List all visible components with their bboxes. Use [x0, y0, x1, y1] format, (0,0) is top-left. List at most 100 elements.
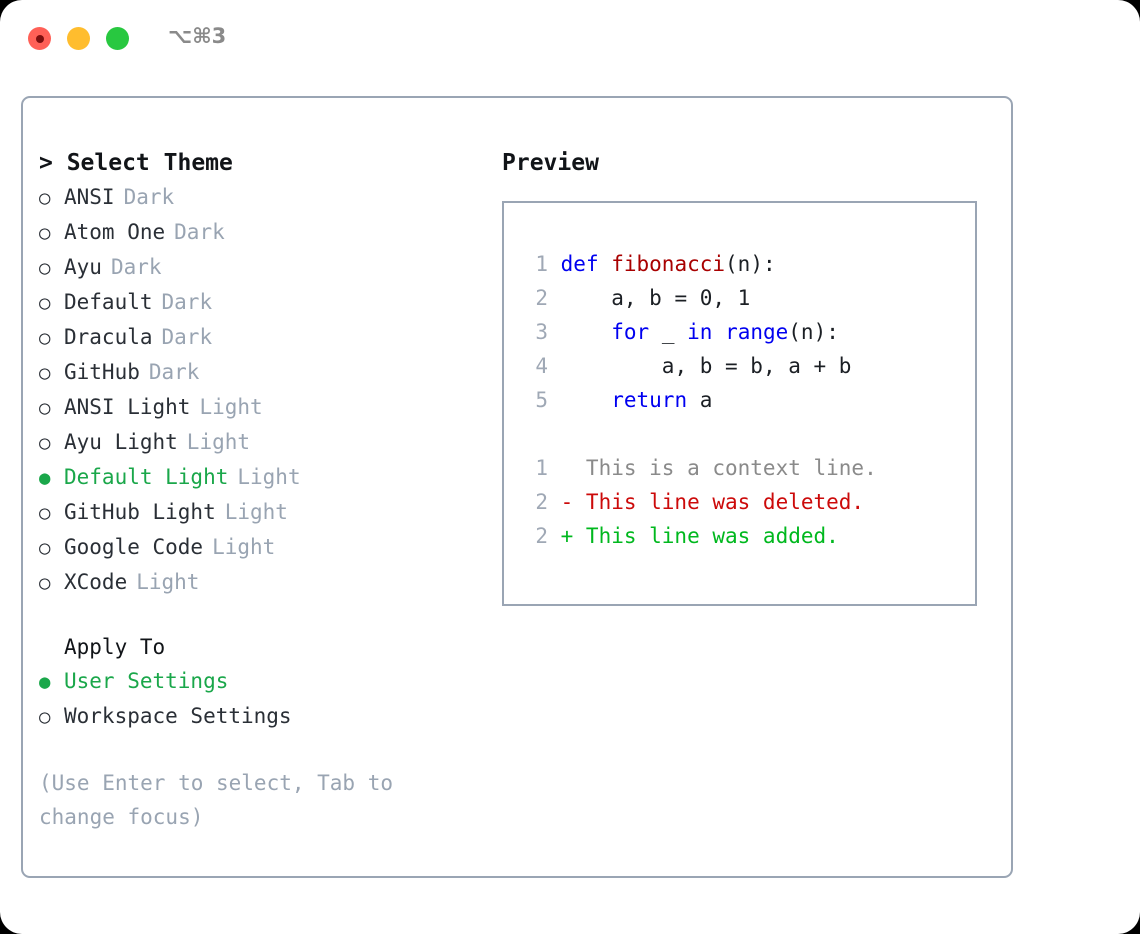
diff-line-text: - This line was deleted.	[548, 490, 865, 514]
radio-unselected-icon: ○	[39, 292, 51, 314]
code-token: range	[725, 320, 789, 344]
theme-list-item[interactable]: ○ GitHub Dark	[39, 355, 484, 390]
code-token: a	[687, 388, 713, 412]
theme-list-item[interactable]: ○ Atom One Dark	[39, 215, 484, 250]
theme-name-label: Ayu Light	[64, 430, 178, 454]
radio-unselected-icon: ○	[39, 327, 51, 349]
minimize-window-button[interactable]	[67, 27, 90, 50]
code-token: _	[649, 320, 688, 344]
theme-variant-label: Dark	[123, 185, 175, 209]
apply-to-list: ● User Settings ○ Workspace Settings	[39, 664, 484, 734]
theme-name-label: Ayu	[64, 255, 102, 279]
diff-sample: 1 This is a context line.2 - This line w…	[525, 451, 975, 553]
apply-to-section: Apply To ● User Settings ○ Workspace Settin…	[39, 630, 484, 734]
code-spacer	[525, 417, 975, 451]
theme-name-label: Dracula	[64, 325, 153, 349]
radio-unselected-icon: ○	[39, 572, 51, 594]
radio-unselected-icon: ○	[39, 502, 51, 524]
theme-list-item[interactable]: ○ ANSI Dark	[39, 180, 484, 215]
code-token	[561, 388, 612, 412]
theme-name-label: ANSI	[64, 185, 115, 209]
diff-line-text: This is a context line.	[548, 456, 877, 480]
code-token: (n):	[725, 252, 776, 276]
theme-name-label: GitHub	[64, 360, 140, 384]
diff-line-number: 1	[535, 456, 548, 480]
code-token	[712, 320, 725, 344]
theme-variant-label: Light	[136, 570, 200, 594]
diff-line: 1 This is a context line.	[525, 451, 975, 485]
code-line: 2 a, b = 0, 1	[525, 281, 975, 315]
theme-name-label: Default	[64, 290, 153, 314]
code-token: (n):	[788, 320, 839, 344]
apply-to-label: User Settings	[64, 669, 229, 693]
apply-to-item[interactable]: ● User Settings	[39, 664, 484, 699]
radio-unselected-icon: ○	[39, 432, 51, 454]
apply-to-heading: Apply To	[64, 635, 166, 659]
code-token	[561, 320, 612, 344]
theme-name-label: GitHub Light	[64, 500, 216, 524]
diff-line: 2 + This line was added.	[525, 519, 975, 553]
code-token: a, b = b, a + b	[560, 354, 852, 378]
theme-list-item[interactable]: ○ GitHub Light Light	[39, 495, 484, 530]
keyboard-hint-text: (Use Enter to select, Tab to change focu…	[39, 771, 406, 829]
code-token: in	[687, 320, 713, 344]
close-window-button[interactable]	[28, 27, 51, 50]
code-line-number: 4	[535, 354, 548, 378]
theme-variant-label: Dark	[110, 255, 162, 279]
code-line-number: 2	[535, 286, 548, 310]
radio-unselected-icon: ○	[39, 397, 51, 419]
theme-variant-label: Light	[237, 465, 301, 489]
theme-list-item[interactable]: ○ Ayu Dark	[39, 250, 484, 285]
code-token: for	[611, 320, 650, 344]
maximize-window-button[interactable]	[106, 27, 129, 50]
code-token: def	[560, 252, 612, 276]
code-token: a, b = 0, 1	[560, 286, 751, 310]
diff-line: 2 - This line was deleted.	[525, 485, 975, 519]
code-token: fibonacci	[611, 252, 726, 276]
diff-line-text: + This line was added.	[548, 524, 839, 548]
theme-name-label: XCode	[64, 570, 128, 594]
code-line: 5 return a	[525, 383, 975, 417]
radio-unselected-icon: ○	[39, 222, 51, 244]
code-line: 4 a, b = b, a + b	[525, 349, 975, 383]
theme-variant-label: Light	[186, 430, 251, 454]
code-line-number: 3	[535, 320, 548, 344]
diff-line-number: 2	[535, 524, 548, 548]
radio-selected-icon: ●	[39, 671, 51, 693]
code-line-number: 1	[535, 252, 548, 276]
window-titlebar: ⌥⌘3	[0, 0, 1140, 78]
preview-column: Preview 1 def fibonacci(n):2 a, b = 0, 1…	[502, 146, 997, 606]
radio-unselected-icon: ○	[39, 257, 51, 279]
radio-unselected-icon: ○	[39, 362, 51, 384]
apply-to-item[interactable]: ○ Workspace Settings	[39, 699, 484, 734]
theme-variant-label: Light	[212, 535, 276, 559]
code-line: 3 for _ in range(n):	[525, 315, 975, 349]
radio-unselected-icon: ○	[39, 187, 51, 209]
theme-variant-label: Dark	[148, 360, 200, 384]
apply-to-label: Workspace Settings	[64, 704, 292, 728]
radio-selected-icon: ●	[39, 467, 51, 489]
theme-list-item[interactable]: ○ Ayu Light Light	[39, 425, 484, 460]
radio-unselected-icon: ○	[39, 706, 51, 728]
theme-list-item[interactable]: ○ XCode Light	[39, 565, 484, 600]
theme-variant-label: Light	[224, 500, 288, 524]
theme-name-label: ANSI Light	[64, 395, 191, 419]
diff-line-number: 2	[535, 490, 548, 514]
keyboard-shortcut-label: ⌥⌘3	[168, 24, 227, 48]
theme-variant-label: Dark	[174, 220, 225, 244]
radio-unselected-icon: ○	[39, 537, 51, 559]
theme-list-heading: > Select Theme	[39, 150, 233, 176]
code-line: 1 def fibonacci(n):	[525, 247, 975, 281]
theme-name-label: Atom One	[64, 220, 166, 244]
